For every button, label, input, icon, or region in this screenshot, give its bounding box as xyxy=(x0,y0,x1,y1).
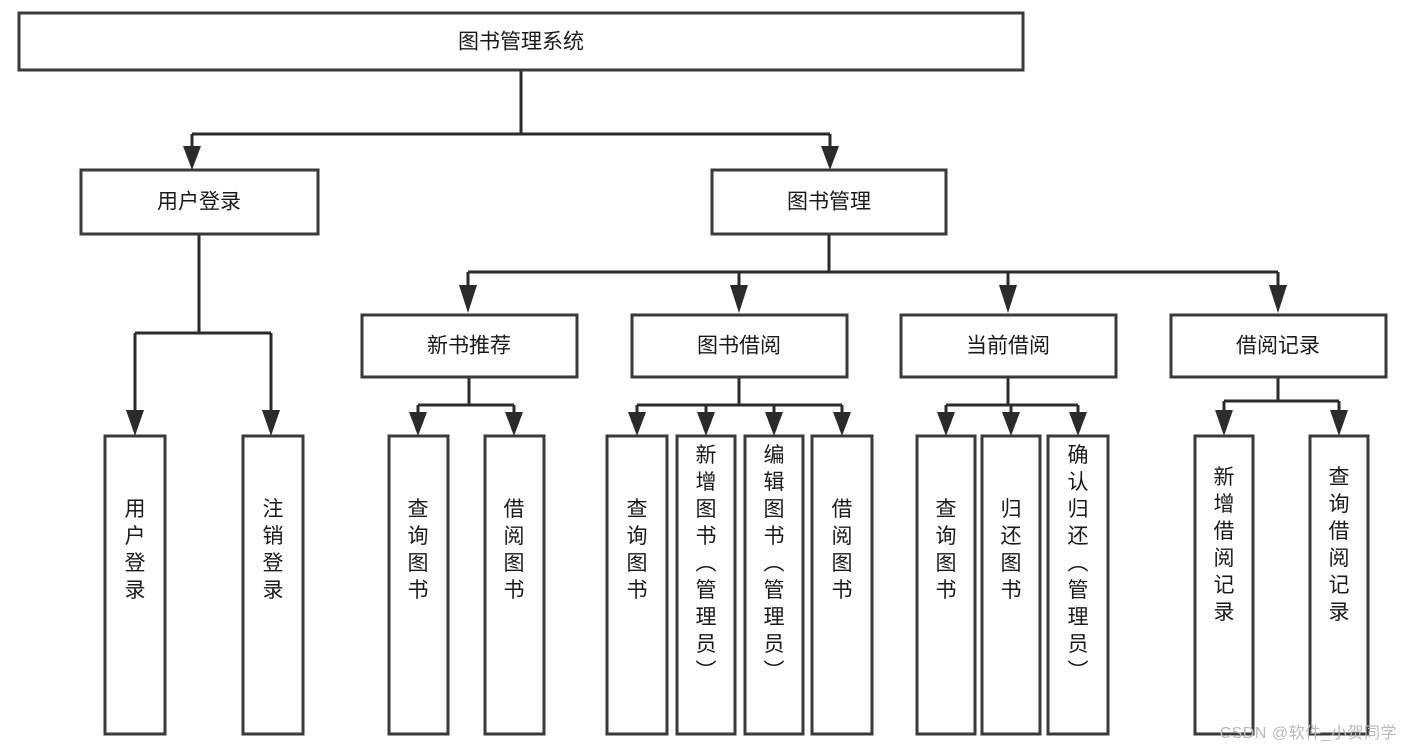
node-leaf-user-login[interactable]: 用户登录 xyxy=(103,434,167,736)
node-leaf-add-record-label: 新增借阅记录 xyxy=(1214,466,1235,624)
node-leaf-query-record-label: 查询借阅记录 xyxy=(1329,466,1350,624)
arrowhead-borrow-record xyxy=(1269,285,1287,313)
node-leaf-logout-login-box[interactable] xyxy=(241,434,305,736)
arrowhead-leaf-borrow-book-2 xyxy=(833,412,851,436)
node-leaf-return-book[interactable]: 归还图书 xyxy=(980,434,1042,736)
arrowhead-leaf-add-book xyxy=(697,412,715,436)
arrowhead-leaf-add-record xyxy=(1215,410,1233,436)
connector-layer xyxy=(126,70,1348,436)
node-leaf-edit-book-box[interactable] xyxy=(743,434,805,736)
node-borrow-record-label: 借阅记录 xyxy=(1236,335,1320,358)
node-leaf-query-book-2-label: 查询图书 xyxy=(627,498,648,602)
node-leaf-borrow-book-2[interactable]: 借阅图书 xyxy=(810,434,874,736)
arrowhead-leaf-edit-book xyxy=(765,412,783,436)
node-leaf-user-login-label: 用户登录 xyxy=(125,498,146,602)
node-new-book-recommend-box[interactable] xyxy=(360,313,579,379)
node-current-borrow-box[interactable] xyxy=(899,313,1118,379)
node-leaf-logout-login-label: 注销登录 xyxy=(263,498,284,602)
node-book-borrow-box[interactable] xyxy=(630,313,849,379)
node-book-management[interactable]: 图书管理 xyxy=(710,168,948,236)
node-leaf-query-book-3-label: 查询图书 xyxy=(936,498,957,602)
arrowhead-leaf-user-login xyxy=(126,410,144,436)
node-leaf-return-book-box[interactable] xyxy=(980,434,1042,736)
arrowhead-new-book-recommend xyxy=(459,285,477,313)
node-leaf-query-book-3[interactable]: 查询图书 xyxy=(915,434,977,736)
node-leaf-query-record-box[interactable] xyxy=(1308,434,1370,736)
arrowhead-leaf-query-book-2 xyxy=(628,412,646,436)
arrowhead-leaf-query-book-3 xyxy=(937,412,955,436)
arrowhead-leaf-return-book xyxy=(1002,412,1020,436)
node-leaf-return-book-label: 归还图书 xyxy=(1001,498,1022,602)
node-root-label: 图书管理系统 xyxy=(458,31,584,54)
node-book-management-label: 图书管理 xyxy=(787,191,871,214)
node-leaf-borrow-book-1-label: 借阅图书 xyxy=(504,498,525,602)
node-leaf-add-record[interactable]: 新增借阅记录 xyxy=(1193,434,1255,736)
node-leaf-borrow-book-2-label: 借阅图书 xyxy=(832,498,853,602)
arrowhead-book-borrow xyxy=(730,285,748,313)
node-root[interactable]: 图书管理系统 xyxy=(17,11,1025,72)
node-current-borrow-label: 当前借阅 xyxy=(966,335,1050,358)
node-root-box[interactable] xyxy=(17,11,1025,72)
node-borrow-record-box[interactable] xyxy=(1169,313,1388,379)
node-leaf-add-book-box[interactable] xyxy=(675,434,737,736)
node-leaf-add-book-label: 新增图书︵管理员︶ xyxy=(696,444,717,683)
arrowhead-user-login xyxy=(183,146,201,170)
node-leaf-edit-book[interactable]: 编辑图书︵管理员︶ xyxy=(743,434,805,736)
arrowhead-book-management xyxy=(821,146,839,170)
node-new-book-recommend[interactable]: 新书推荐 xyxy=(360,313,579,379)
arrowhead-leaf-confirm-return xyxy=(1069,412,1087,436)
node-leaf-borrow-book-1-box[interactable] xyxy=(483,434,546,736)
arrowhead-leaf-query-book-1 xyxy=(409,412,427,436)
node-leaf-add-book[interactable]: 新增图书︵管理员︶ xyxy=(675,434,737,736)
node-book-borrow-label: 图书借阅 xyxy=(697,335,781,358)
node-new-book-recommend-label: 新书推荐 xyxy=(427,335,511,358)
node-user-login-label: 用户登录 xyxy=(157,191,241,214)
arrowhead-leaf-logout-login xyxy=(262,410,280,436)
node-leaf-query-book-1-box[interactable] xyxy=(387,434,450,736)
node-leaf-edit-book-label: 编辑图书︵管理员︶ xyxy=(764,444,785,683)
node-book-management-box[interactable] xyxy=(710,168,948,236)
node-user-login-box[interactable] xyxy=(79,168,320,236)
arrowhead-leaf-query-record xyxy=(1330,410,1348,436)
node-leaf-logout-login[interactable]: 注销登录 xyxy=(241,434,305,736)
node-book-borrow[interactable]: 图书借阅 xyxy=(630,313,849,379)
arrowhead-current-borrow xyxy=(999,285,1017,313)
node-leaf-query-book-2[interactable]: 查询图书 xyxy=(605,434,669,736)
node-leaf-add-record-box[interactable] xyxy=(1193,434,1255,736)
node-leaf-confirm-return[interactable]: 确认归还︵管理员︶ xyxy=(1046,434,1110,736)
node-user-login[interactable]: 用户登录 xyxy=(79,168,320,236)
node-current-borrow[interactable]: 当前借阅 xyxy=(899,313,1118,379)
arrowhead-leaf-borrow-book-1 xyxy=(505,412,523,436)
node-leaf-borrow-book-2-box[interactable] xyxy=(810,434,874,736)
node-leaf-query-book-1[interactable]: 查询图书 xyxy=(387,434,450,736)
node-leaf-user-login-box[interactable] xyxy=(103,434,167,736)
node-leaf-confirm-return-label: 确认归还︵管理员︶ xyxy=(1068,444,1089,683)
node-leaf-query-book-3-box[interactable] xyxy=(915,434,977,736)
node-leaf-query-record[interactable]: 查询借阅记录 xyxy=(1308,434,1370,736)
node-leaf-borrow-book-1[interactable]: 借阅图书 xyxy=(483,434,546,736)
node-borrow-record[interactable]: 借阅记录 xyxy=(1169,313,1388,379)
node-leaf-confirm-return-box[interactable] xyxy=(1046,434,1110,736)
node-leaf-query-book-1-label: 查询图书 xyxy=(408,498,429,602)
node-leaf-query-book-2-box[interactable] xyxy=(605,434,669,736)
